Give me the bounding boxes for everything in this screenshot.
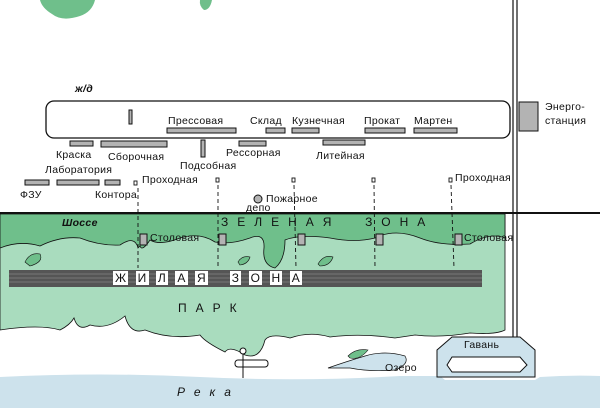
building-power-station <box>518 101 539 132</box>
label-lake: Озеро <box>385 362 417 374</box>
living-zone-letter: О <box>248 271 263 285</box>
dock-marker <box>239 347 247 355</box>
label-power-station-2: станция <box>545 115 587 127</box>
label-canteen-right: Столовая <box>464 232 514 244</box>
living-zone-letter: А <box>289 271 303 285</box>
building-marten <box>413 127 458 134</box>
label-river: Река <box>177 385 240 399</box>
label-harbor: Гавань <box>464 339 500 351</box>
river <box>0 374 600 408</box>
living-zone-letter: Я <box>194 271 208 285</box>
label-warehouse: Склад <box>250 115 282 127</box>
label-green-zone: ЗЕЛЕНАЯ ЗОНА <box>221 215 435 229</box>
label-gate-left: Проходная <box>142 174 198 186</box>
gate-path <box>133 180 139 268</box>
building-office <box>104 179 121 186</box>
boat-dock <box>234 359 269 368</box>
building-warehouse <box>265 127 286 134</box>
building-fzu <box>24 179 50 186</box>
building-vertical <box>128 109 133 125</box>
canteen-marker <box>375 233 384 246</box>
label-forge: Кузнечная <box>292 115 345 127</box>
label-gate-right: Проходная <box>455 172 511 184</box>
building-forge <box>291 127 320 134</box>
label-fzu: ФЗУ <box>20 189 42 201</box>
harbor-pier <box>446 356 528 373</box>
living-zone-letter: А <box>175 271 188 285</box>
green-patch <box>24 253 42 267</box>
label-office: Контора <box>95 189 138 201</box>
label-living-zone: Ж И Л А Я З О Н А <box>113 271 303 285</box>
canteen-marker <box>139 233 148 246</box>
label-canteen-left: Столовая <box>150 232 200 244</box>
gate-path <box>215 177 220 268</box>
label-rolling: Прокат <box>364 115 401 127</box>
living-zone-letter: Н <box>269 271 283 285</box>
label-fire-station-1: Пожарное <box>266 193 318 205</box>
label-power-station-1: Энерго- <box>545 101 586 113</box>
building-spring <box>238 140 267 147</box>
label-marten: Мартен <box>414 115 453 127</box>
gate-path <box>448 177 455 269</box>
label-highway: Шоссе <box>62 217 98 229</box>
label-spring: Рессорная <box>226 147 281 159</box>
label-press: Прессовая <box>168 115 224 127</box>
green-zone <box>0 213 506 269</box>
living-zone-letter: И <box>135 271 149 285</box>
gate-path <box>371 177 376 269</box>
label-park: ПАРК <box>178 301 246 315</box>
lake-island <box>347 349 369 359</box>
living-zone-letter: Л <box>155 271 169 285</box>
gate-path <box>291 177 297 269</box>
living-zone-letter: Ж <box>113 271 129 285</box>
label-fire-station-2: депо <box>246 202 271 214</box>
railway-label: ж/д <box>75 83 94 95</box>
living-zone-letter: З <box>229 271 242 285</box>
building-foundry <box>322 139 366 146</box>
canteen-marker <box>454 233 463 246</box>
building-assembly <box>100 140 168 148</box>
building-auxiliary <box>200 139 206 158</box>
top-green-area <box>40 0 95 19</box>
canteen-marker <box>297 233 306 246</box>
label-paint: Краска <box>56 149 92 161</box>
building-lab <box>56 179 100 186</box>
building-rolling <box>364 127 406 134</box>
building-paint <box>69 140 94 147</box>
green-patch <box>317 256 334 267</box>
top-green-area <box>199 0 212 10</box>
green-patch <box>237 256 251 266</box>
fire-station-marker <box>253 194 263 204</box>
label-foundry: Литейная <box>316 150 365 162</box>
building-press <box>166 127 237 134</box>
label-assembly: Сборочная <box>108 151 165 163</box>
lake <box>327 352 407 372</box>
canteen-marker <box>218 233 227 246</box>
label-auxiliary: Подсобная <box>180 160 237 172</box>
label-lab: Лаборатория <box>45 164 113 176</box>
